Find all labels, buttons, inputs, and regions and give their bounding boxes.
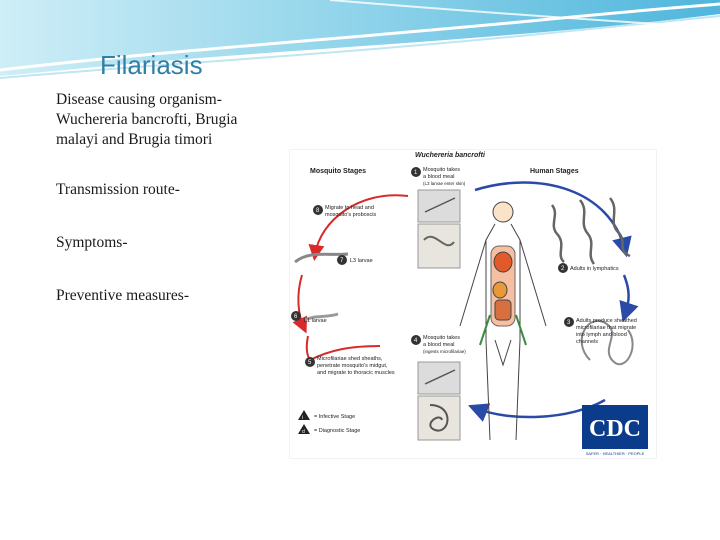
- step-1-label-line3: (L3 larvae enter skin): [423, 181, 466, 186]
- step-8-number: 8: [316, 208, 320, 214]
- slide-title: Filariasis: [100, 50, 203, 80]
- l3-larva-drawing: [294, 252, 349, 264]
- step-2-label: Adults in lymphatics: [570, 266, 619, 272]
- header-swoosh-decoration: [0, 0, 720, 79]
- step-1-number: 1: [414, 170, 418, 176]
- step-3-label-line3: into lymph and blood: [576, 332, 627, 338]
- microfilariae-drawing: [580, 319, 634, 366]
- lifecycle-diagram: Mosquito Stages Wuchereria bancrofti Hum…: [289, 149, 657, 459]
- infective-stage-label: = Infective Stage: [314, 414, 355, 420]
- diagnostic-stage-label: = Diagnostic Stage: [314, 428, 360, 434]
- cdc-tagline: SAFER · HEALTHIER · PEOPLE: [586, 451, 645, 456]
- step-number-markers: 1 2 3 4 5 6 7 8: [291, 167, 574, 367]
- mosquito-stages-label: Mosquito Stages: [310, 168, 366, 175]
- step-6-number: 6: [294, 314, 298, 320]
- cycle-arrow-6-to-5: [305, 335, 311, 361]
- human-body-illustration: [459, 201, 547, 441]
- symptoms-heading: Symptoms-: [56, 234, 128, 251]
- step-5-number: 5: [308, 360, 312, 366]
- step-4-number: 4: [414, 338, 418, 344]
- diagnostic-stage-icon: d: [302, 429, 305, 435]
- step-3-label-line4: channels: [576, 339, 598, 345]
- step-6-label: L1 larvae: [304, 318, 327, 324]
- transmission-route-heading: Transmission route-: [56, 181, 180, 198]
- cycle-arrow-2-to-3: [619, 274, 639, 323]
- step-1-label-line1: Mosquito takes: [423, 167, 460, 173]
- cdc-logo-text: CDC: [589, 416, 641, 442]
- cycle-arrow-8-to-7: [308, 194, 409, 261]
- organism-names: Wuchereria bancrofti, Brugia malayi and …: [56, 111, 238, 148]
- larvae-micrograph-l3: [417, 223, 461, 269]
- step-7-label: L3 larvae: [350, 258, 373, 264]
- step-1-label-line2: a blood meal: [423, 174, 455, 180]
- l1-larva-drawing: [304, 312, 339, 322]
- step-7-number: 7: [340, 258, 344, 264]
- cdc-logo: CDC SAFER · HEALTHIER · PEOPLE: [582, 405, 648, 456]
- step-3-label-line1: Adults produce sheathed: [576, 318, 637, 324]
- step-3-label-line2: microfilariae that migrate: [576, 325, 636, 331]
- step-4-label-line2: a blood meal: [423, 342, 455, 348]
- cycle-arrow-5-up: [309, 345, 381, 361]
- step-2-number: 2: [561, 266, 565, 272]
- step-3-number: 3: [567, 320, 571, 326]
- organism-heading: Disease causing organism-: [56, 91, 222, 108]
- infective-stage-icon: i: [302, 415, 303, 421]
- stage-legend: i = Infective Stage d = Diagnostic Stage: [298, 410, 360, 435]
- step-8-label-line2: mosquito's proboscis: [325, 212, 376, 218]
- step-4-label-line3: (ingests microfilariae): [423, 349, 466, 354]
- adult-worms-drawing: [550, 197, 631, 265]
- human-stages-label: Human Stages: [530, 168, 579, 175]
- mosquito-feeding-image-bottom: [417, 361, 461, 395]
- figure-title: Wuchereria bancrofti: [415, 152, 486, 159]
- preventive-measures-heading: Preventive measures-: [56, 287, 189, 304]
- cycle-arrow-7-to-6: [292, 274, 308, 334]
- step-8-label-line1: Migrate to head and: [325, 205, 374, 211]
- step-4-label-line1: Mosquito takes: [423, 335, 460, 341]
- step-5-label-line3: and migrate to thoracic muscles: [317, 370, 395, 376]
- step-5-label-line2: penetrate mosquito's midgut,: [317, 363, 388, 369]
- step-5-label-line1: Microfilariae shed sheaths,: [317, 356, 383, 362]
